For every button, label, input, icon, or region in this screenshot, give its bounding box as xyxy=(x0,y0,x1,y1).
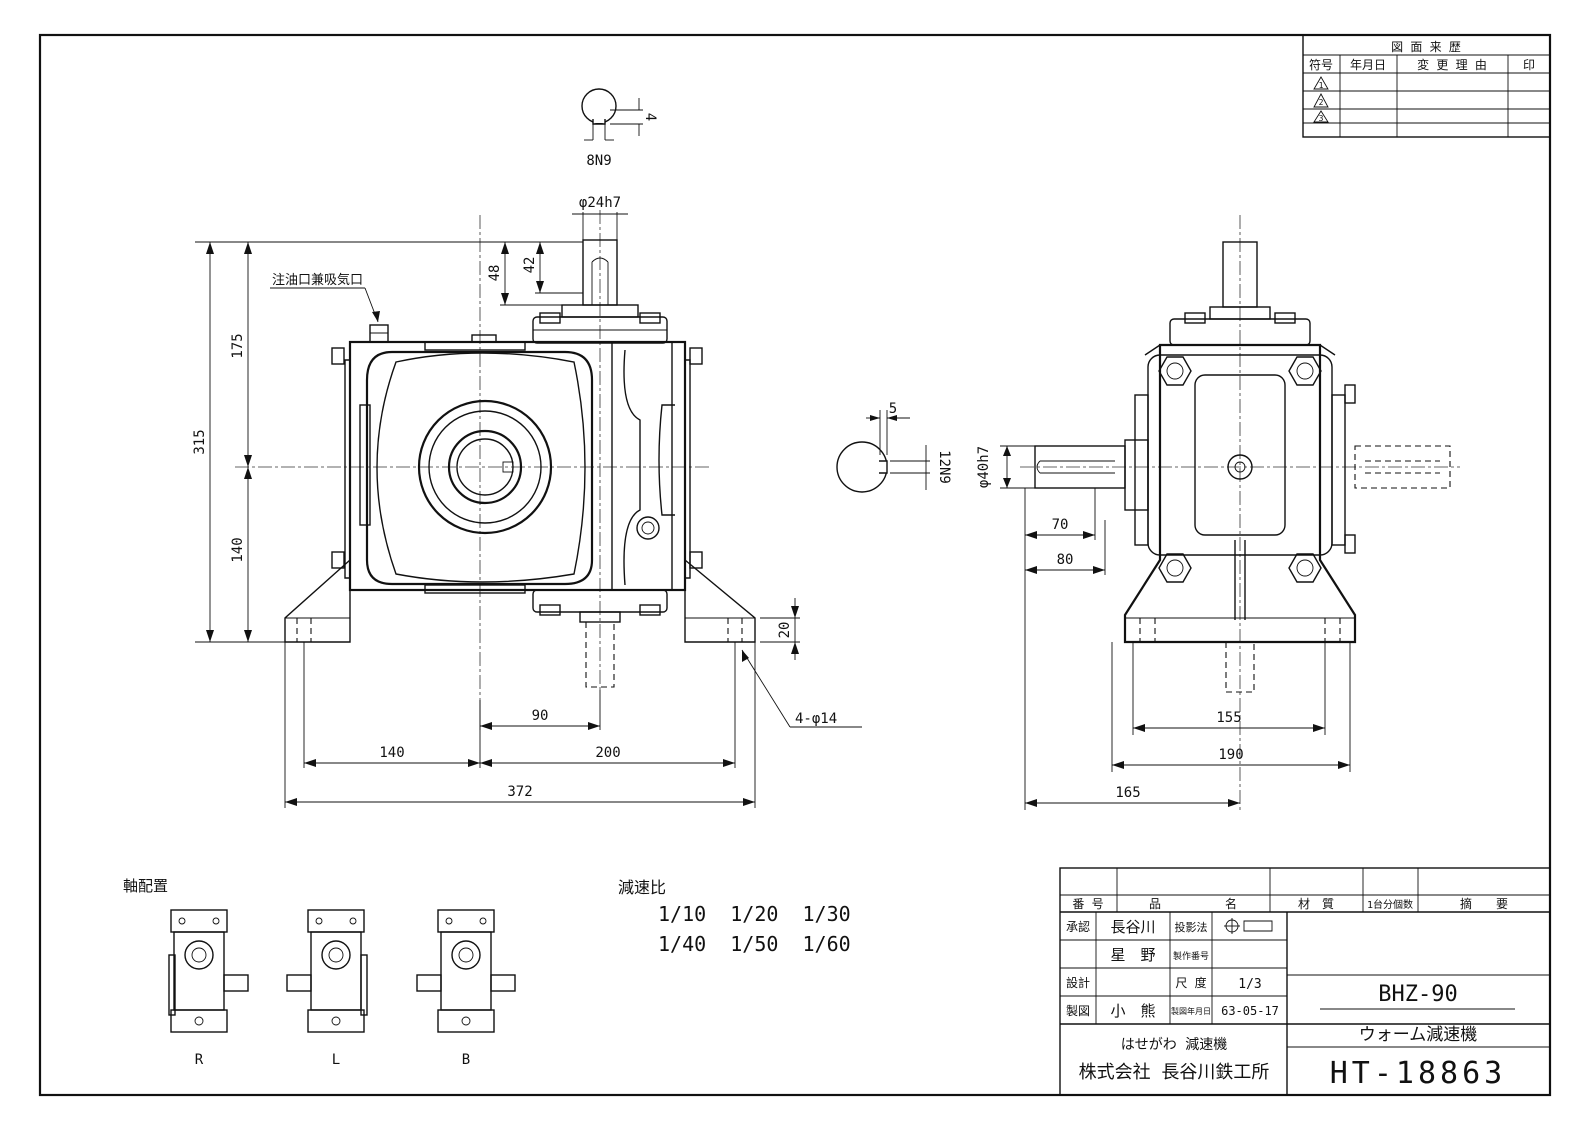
front-dim-42: 42 xyxy=(522,257,538,274)
title-block: 番 号 品 名 材 質 1台分個数 摘 要 承認 長谷川 投影法 星 野 製作番… xyxy=(1059,867,1551,1096)
revision-mark-3: 3 xyxy=(1313,110,1329,123)
tb-design-label: 設計 xyxy=(1066,975,1090,990)
tb-model: BHZ-90 xyxy=(1378,982,1457,1007)
revision-header-reason: 変 更 理 由 xyxy=(1417,57,1487,72)
side-dim-165: 165 xyxy=(1115,785,1140,801)
side-key-length-label: 12N9 xyxy=(936,450,952,484)
tb-company: 株式会社 長谷川鉄工所 xyxy=(1079,1062,1270,1083)
arrangement-label-b: B xyxy=(462,1052,470,1068)
front-top-shaft xyxy=(582,239,618,306)
revision-title: 図 面 来 歴 xyxy=(1391,40,1461,54)
svg-text:3: 3 xyxy=(1319,114,1324,123)
shaft-arrangement: 軸配置 R L xyxy=(123,877,516,1068)
tb-scale-label: 尺 度 xyxy=(1175,975,1206,990)
arrangement-title: 軸配置 xyxy=(123,877,168,895)
side-dim-190: 190 xyxy=(1218,747,1243,763)
tb-product-name: ウォーム減速機 xyxy=(1359,1025,1478,1045)
tb-approve-label: 承認 xyxy=(1066,919,1090,934)
side-view: φ40h7 70 80 155 190 165 xyxy=(976,215,1460,812)
key-top-width-label: 8N9 xyxy=(586,153,611,169)
ratios-row-1: 1/10 1/20 1/30 xyxy=(658,902,851,926)
revision-mark-1: 1 xyxy=(1313,76,1329,90)
front-shaft-diameter-label: φ24h7 xyxy=(579,195,621,211)
tb-approve-name: 長谷川 xyxy=(1110,918,1155,936)
tb-header-number: 番 号 xyxy=(1072,897,1103,911)
side-shaft-key-section: 5 12N9 xyxy=(836,401,952,493)
front-view: 315 175 140 48 42 φ24h7 注油口兼吸気口 20 xyxy=(192,195,862,808)
key-top-depth-label: 4 xyxy=(642,113,658,121)
side-dim-80: 80 xyxy=(1057,552,1074,568)
side-key-width-label: 5 xyxy=(889,401,897,417)
sheet-border xyxy=(38,33,1552,1097)
arrangement-label-l: L xyxy=(332,1052,340,1068)
arrangement-label-r: R xyxy=(195,1052,204,1068)
front-dim-140-vertical: 140 xyxy=(230,537,246,562)
svg-text:1: 1 xyxy=(1319,81,1324,90)
front-dim-372: 372 xyxy=(507,784,532,800)
mounting-hole-note: 4-φ14 xyxy=(795,711,837,727)
tb-header-qty: 1台分個数 xyxy=(1367,898,1413,911)
side-worm-shaft xyxy=(1034,445,1126,489)
tb-check-name: 星 野 xyxy=(1110,946,1155,964)
revision-header-date: 年月日 xyxy=(1350,58,1386,72)
tb-drawing-no-label: 製作番号 xyxy=(1173,950,1209,962)
tb-header-name-2: 名 xyxy=(1225,896,1237,911)
tb-scale-value: 1/3 xyxy=(1238,977,1261,992)
front-dim-175: 175 xyxy=(230,333,246,358)
front-dim-90: 90 xyxy=(532,708,549,724)
top-shaft-key-section: 8N9 4 xyxy=(581,88,658,169)
revision-header-seal: 印 xyxy=(1523,58,1535,72)
tb-date-label: 製図年月日 xyxy=(1171,1006,1211,1016)
side-shaft-diameter-label: φ40h7 xyxy=(976,446,992,488)
tb-draw-label: 製図 xyxy=(1066,1004,1090,1018)
front-dim-315: 315 xyxy=(192,429,208,454)
revision-mark-2: 2 xyxy=(1313,93,1329,108)
ratios-row-2: 1/40 1/50 1/60 xyxy=(658,932,851,956)
revision-table: 図 面 来 歴 符号 年月日 変 更 理 由 印 1 2 3 xyxy=(1302,34,1551,138)
revision-header-mark: 符号 xyxy=(1309,57,1333,72)
projection-symbol-icon xyxy=(1224,918,1273,934)
side-dim-70: 70 xyxy=(1052,517,1069,533)
tb-projection-label: 投影法 xyxy=(1175,920,1208,934)
tb-header-remark: 摘 要 xyxy=(1460,896,1508,911)
tb-brand: はせがわ 減速機 xyxy=(1121,1036,1227,1053)
tb-draw-name: 小 熊 xyxy=(1110,1002,1155,1020)
front-dim-140-horizontal: 140 xyxy=(379,745,404,761)
front-dim-20: 20 xyxy=(777,622,793,639)
front-dim-200: 200 xyxy=(595,745,620,761)
oil-port-note: 注油口兼吸気口 xyxy=(272,272,363,288)
svg-text:2: 2 xyxy=(1319,98,1324,107)
front-housing xyxy=(348,340,687,592)
arrangement-l-icon xyxy=(286,909,368,1033)
tb-date-value: 63-05-17 xyxy=(1221,1004,1279,1018)
tb-doc-number: HT-18863 xyxy=(1330,1056,1507,1091)
arrangement-r-icon xyxy=(168,909,249,1033)
arrangement-b-icon xyxy=(416,909,516,1033)
ratios-title: 減速比 xyxy=(618,878,666,897)
front-dim-48: 48 xyxy=(487,265,503,282)
tb-header-material: 材 質 xyxy=(1298,896,1334,911)
tb-header-name-1: 品 xyxy=(1149,897,1161,911)
side-dim-155: 155 xyxy=(1216,710,1241,726)
reduction-ratios: 減速比 1/10 1/20 1/30 1/40 1/50 1/60 xyxy=(618,878,851,956)
